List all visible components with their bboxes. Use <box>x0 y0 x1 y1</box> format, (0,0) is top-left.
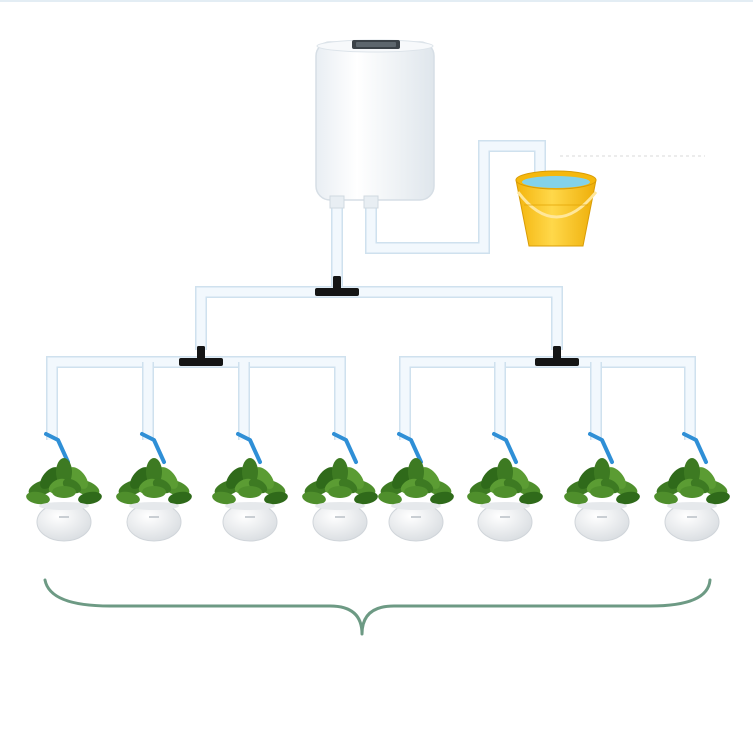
potted-plants <box>26 458 730 542</box>
plant-foliage <box>302 458 378 505</box>
tee-connectors <box>179 276 579 366</box>
pot-label-mark <box>687 516 697 518</box>
plant-foliage <box>26 458 102 505</box>
plant-foliage <box>564 458 640 505</box>
top-border-line <box>0 0 753 2</box>
potted-plant <box>467 458 543 542</box>
potted-plant <box>212 458 288 542</box>
drip-emitter <box>397 432 423 464</box>
potted-plant <box>302 458 378 542</box>
pot-label-mark <box>59 516 69 518</box>
group-brace <box>43 578 712 636</box>
drip-emitter <box>332 432 358 464</box>
potted-plant <box>378 458 454 542</box>
potted-plant <box>116 458 192 542</box>
tube-bucket-intake <box>365 140 546 254</box>
potted-plant <box>654 458 730 542</box>
plant-foliage <box>378 458 454 505</box>
plant-foliage <box>212 458 288 505</box>
tee-connector-right <box>535 346 579 366</box>
potted-plant <box>26 458 102 542</box>
drip-emitter <box>140 432 166 464</box>
tube-right-manifold <box>399 356 696 440</box>
tee-connector-left <box>179 346 223 366</box>
pot-label-mark <box>411 516 421 518</box>
tee-connector-top <box>315 276 359 296</box>
drip-emitters <box>44 432 708 464</box>
drip-emitter <box>682 432 708 464</box>
plant-foliage <box>116 458 192 505</box>
pot-label-mark <box>149 516 159 518</box>
plant-foliage <box>654 458 730 505</box>
pot-label-mark <box>245 516 255 518</box>
drip-emitter <box>492 432 518 464</box>
pump-unit <box>315 39 435 209</box>
tube-left-manifold <box>46 356 346 440</box>
plant-foliage <box>467 458 543 505</box>
drip-emitter <box>44 432 70 464</box>
water-bucket <box>515 170 598 247</box>
drip-emitter <box>236 432 262 464</box>
potted-plant <box>564 458 640 542</box>
pot-label-mark <box>500 516 510 518</box>
pot-label-mark <box>335 516 345 518</box>
tube-main-branch <box>195 286 563 350</box>
drip-emitter <box>588 432 614 464</box>
pot-label-mark <box>597 516 607 518</box>
